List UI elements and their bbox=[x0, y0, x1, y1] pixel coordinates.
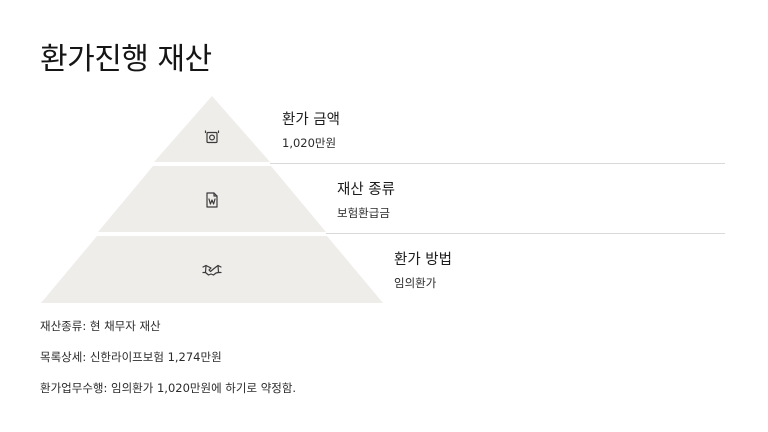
level-title-method: 환가 방법 bbox=[394, 252, 452, 268]
note-execution: 환가업무수행: 임의환가 1,020만원에 하기로 약정함. bbox=[40, 381, 297, 395]
level-value-amount: 1,020만원 bbox=[282, 136, 337, 150]
pyramid-tier-top bbox=[154, 96, 270, 162]
level-value-type: 보험환급금 bbox=[337, 206, 390, 220]
level-title-type: 재산 종류 bbox=[337, 182, 395, 198]
level-title-amount: 환가 금액 bbox=[282, 112, 340, 128]
document-icon bbox=[206, 192, 218, 208]
divider-1 bbox=[270, 163, 725, 164]
pyramid-tier-middle bbox=[98, 166, 326, 232]
note-list-detail: 목록상세: 신한라이프보험 1,274만원 bbox=[40, 350, 222, 364]
level-value-method: 임의환가 bbox=[394, 276, 437, 290]
handshake-icon bbox=[202, 264, 222, 276]
note-property-type: 재산종류: 현 채무자 재산 bbox=[40, 319, 161, 333]
divider-2 bbox=[326, 233, 725, 234]
cash-icon bbox=[204, 130, 220, 144]
page-title: 환가진행 재산 bbox=[40, 42, 212, 77]
